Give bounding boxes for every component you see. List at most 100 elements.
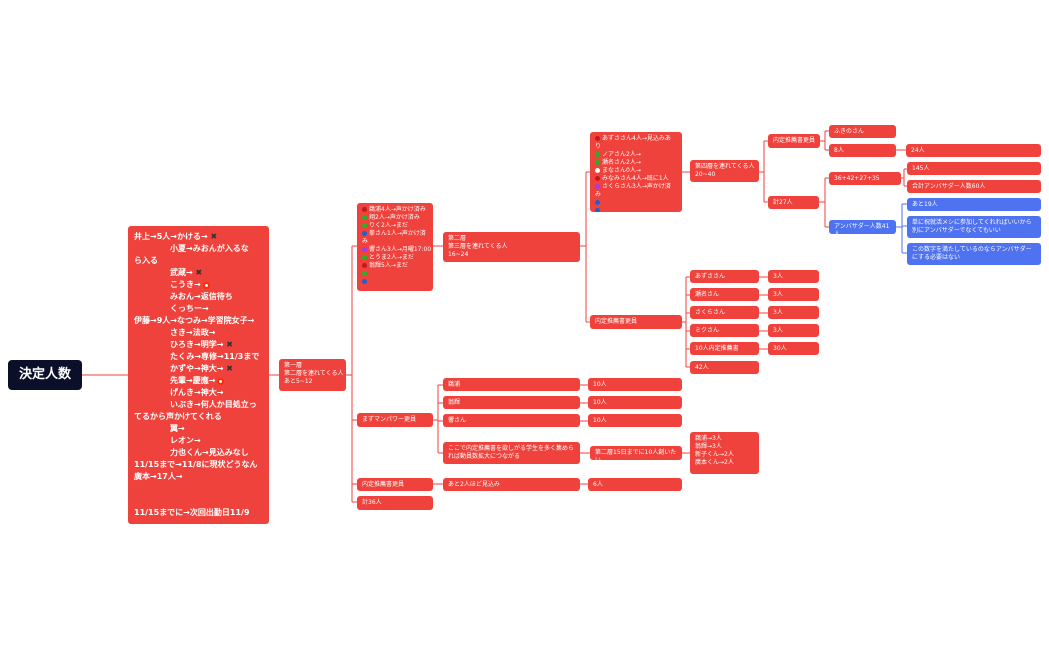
red-dot-icon — [595, 135, 600, 141]
root-node[interactable]: 決定人数 — [8, 360, 82, 390]
left-note-text: げんき→神大→ — [170, 388, 224, 397]
list-item-text: まなさん0人→ — [602, 167, 641, 174]
left-note-text: ひろき→明学→ — [170, 340, 224, 349]
layer4-range: 20~40 — [695, 171, 716, 178]
left-note-line: こうき→ — [134, 279, 263, 291]
cross-icon: ✖ — [207, 232, 218, 241]
person-count-node[interactable]: 30人 — [768, 342, 819, 355]
blue-dot-icon — [362, 278, 367, 284]
list-item — [595, 207, 677, 212]
person-count-node[interactable]: 3人 — [768, 306, 819, 319]
person-count-node[interactable]: 3人 — [768, 324, 819, 337]
manpower-count-node[interactable]: 10人 — [588, 378, 682, 391]
left-note-line: いぶき→何人か目処立っ — [134, 399, 263, 411]
eight-node[interactable]: 8人 — [829, 144, 896, 157]
formula-node[interactable]: 36+42+27+35 — [829, 172, 901, 185]
manpower-count-node[interactable]: 10人 — [588, 414, 682, 427]
left-note-text: こうき→ — [170, 280, 201, 289]
person-node[interactable]: 10人内定推薦書 — [690, 342, 759, 355]
mp-note-child-node[interactable]: 第二層15日までに10人創いたい — [590, 446, 682, 460]
cross-icon: ✖ — [223, 340, 233, 349]
mp-note-grand-node[interactable]: 鵜浦→3人 翁輝→3人 新子くん→2人 廣本くん→2人 — [690, 432, 759, 474]
layer4-title: 第四層を連れてくる人 — [695, 163, 755, 170]
mp-note-node[interactable]: ここで内定推薦書を欲しがる学生を多く集められば動員数拡大につながる — [443, 442, 580, 464]
left-note-line: 伊藤→9人→なつみ→学習院女子→ — [134, 315, 263, 327]
list-item: 拳さん1人→声かけ済 — [362, 230, 428, 238]
kei27-node[interactable]: 計27人 — [768, 196, 819, 209]
layer1-list-node[interactable]: 鵜浦4人→声かけ済み翔2人→声かけ済みりく2人→まだ拳さん1人→声かけ済み響さん… — [357, 203, 433, 291]
layer2-list-node[interactable]: あずささん4人→見込みありノアさん2人→瀬名さん2人→まなさん0人→みなみさん4… — [590, 132, 682, 212]
cross-icon: ✖ — [223, 364, 233, 373]
layer1-node[interactable]: 第一層 第二層を連れてくる人 あと5~12 — [279, 359, 346, 391]
blue-dot-icon — [362, 230, 367, 236]
list-item — [362, 278, 428, 286]
kei36-node[interactable]: 計36人 — [357, 496, 433, 510]
left-note-line: 翼→ — [134, 423, 263, 435]
left-note-text: くっちー→ — [170, 304, 209, 313]
person-node[interactable]: さくらさん — [690, 306, 759, 319]
layer4-node[interactable]: 第四層を連れてくる人 20~40 — [690, 160, 759, 182]
mp-grand-line: 翁輝→3人 — [695, 443, 722, 450]
list-item — [595, 199, 677, 207]
list-item-text: み — [362, 238, 369, 245]
left-note-text: レオン→ — [170, 436, 201, 445]
left-note-line: レオン→ — [134, 435, 263, 447]
list-item: ノアさん2人→ — [595, 151, 677, 159]
n42-node[interactable]: 42人 — [690, 361, 759, 374]
fukino-node[interactable]: ふきのさん — [829, 125, 896, 138]
note-amba2-node[interactable]: この数字を満たしているのならアンバサダーにする必要はない — [907, 243, 1041, 265]
green-dot-icon — [362, 214, 367, 220]
n24-node[interactable]: 24人 — [906, 144, 1041, 157]
n145-node[interactable]: 145人 — [907, 162, 1041, 175]
layer1-title: 第一層 — [284, 362, 303, 369]
amba-count-node[interactable]: アンバサダー人数41人 — [829, 220, 896, 234]
left-note-line: 11/15まで→11/8に現状どうなん — [134, 459, 263, 471]
left-note-text: いぶき→何人か目処立っ — [170, 400, 257, 409]
list-item: 翁輝5人→まだ — [362, 262, 428, 270]
note-amba1-node[interactable]: 単に祝就活メシに参加してくれればいいから別にアンバサダーでなくてもいい — [907, 216, 1041, 238]
manpower-item-node[interactable]: 響さん — [443, 414, 580, 427]
left-note-text: たくみ→専修→11/3まで — [170, 352, 260, 361]
list-item-text: 響さん3人→月曜17:00 — [369, 246, 432, 253]
person-node[interactable]: ミクさん — [690, 324, 759, 337]
blue-dot-icon — [595, 207, 600, 212]
list-item-text: さくらさん3人→声かけ済 — [602, 183, 671, 190]
n6-node[interactable]: 6人 — [588, 478, 682, 491]
manpower-item-node[interactable]: 鵜浦 — [443, 378, 580, 391]
goukei-amba-node[interactable]: 合計アンバサダー人数60人 — [907, 180, 1041, 193]
green-dot-icon — [595, 151, 600, 157]
layer2-title: 第二層 — [448, 235, 467, 242]
mp-grand-line: 新子くん→2人 — [695, 451, 734, 458]
person-node[interactable]: 瀬名さん — [690, 288, 759, 301]
list-item: みなみさん4人→既に1人 — [595, 175, 677, 183]
manpower-node[interactable]: まずマンパワー更員 — [357, 413, 433, 427]
left-note-text: みおん→返信待ち — [170, 292, 233, 301]
ato19-node[interactable]: あと19人 — [907, 198, 1041, 211]
layer2-node[interactable]: 第二層 第三層を連れてくる人 16~24 — [443, 232, 580, 262]
left-note-line: たくみ→専修→11/3まで — [134, 351, 263, 363]
list-item-text: あずささん4人→見込みあ — [602, 135, 671, 142]
green-dot-icon — [362, 270, 367, 276]
naitei-mid-node[interactable]: 内定推薦書更員 — [590, 315, 682, 329]
left-note-line: げんき→神大→ — [134, 387, 263, 399]
red-dot-icon — [595, 175, 600, 181]
list-item-text: ノアさん2人→ — [602, 151, 641, 158]
person-node[interactable]: あずささん — [690, 270, 759, 283]
manpower-item-node[interactable]: 翁輝 — [443, 396, 580, 409]
list-item: 翔2人→声かけ済み — [362, 214, 428, 222]
naitei-upper-node[interactable]: 内定推薦書更員 — [768, 134, 820, 148]
person-count-node[interactable]: 3人 — [768, 270, 819, 283]
left-note-line: 武蔵→ ✖ — [134, 267, 263, 279]
left-note-text: 武蔵→ — [170, 268, 193, 277]
left-notes-node[interactable]: 井上→5人→かける→ ✖小夏→みおんが入るなら入る武蔵→ ✖こうき→みおん→返信… — [128, 226, 269, 524]
left-note-line: くっちー→ — [134, 303, 263, 315]
manpower-count-node[interactable]: 10人 — [588, 396, 682, 409]
list-item: まなさん0人→ — [595, 167, 677, 175]
list-item: 瀬名さん2人→ — [595, 159, 677, 167]
mp-grand-line: 鵜浦→3人 — [695, 435, 722, 442]
naitei-low-node[interactable]: 内定推薦書更員 — [357, 478, 433, 491]
person-count-node[interactable]: 3人 — [768, 288, 819, 301]
ato2-node[interactable]: あと2人ほど見込み — [443, 478, 580, 491]
left-note-text: 先輩→慶應→ — [170, 376, 216, 385]
left-note-line: 力也くん→見込みなし — [134, 447, 263, 459]
